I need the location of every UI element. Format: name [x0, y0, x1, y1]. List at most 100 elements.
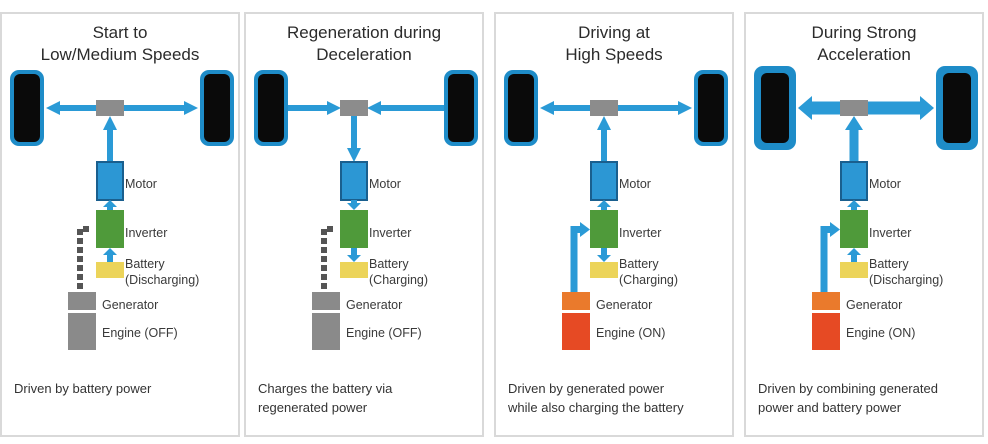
motor-block — [340, 161, 368, 201]
inverter-label: Inverter — [125, 226, 168, 240]
motor-label: Motor — [619, 177, 651, 191]
inverter-to-battery-arrow-shaft — [351, 248, 357, 255]
inverter-to-battery-arrow-head — [597, 255, 611, 262]
battery-label-line-1: Battery — [619, 257, 659, 271]
inverter-to-motor-arrow-shaft — [107, 207, 113, 210]
axle-arrow-right — [367, 101, 444, 115]
engine-block — [562, 313, 590, 350]
axle-arrow-right-head — [678, 101, 692, 115]
inverter-to-motor-arrow-head — [847, 200, 861, 207]
inverter-to-battery-arrow — [597, 248, 611, 262]
battery-block — [340, 262, 368, 278]
inverter-to-motor-arrow — [597, 200, 611, 210]
powertrain-diagram — [754, 66, 978, 350]
inverter-to-battery-arrow-head — [347, 255, 361, 262]
engine-label: Engine (ON) — [846, 326, 916, 340]
axle-arrow-right-shaft — [867, 101, 920, 115]
link-vertical — [820, 226, 828, 292]
battery-label-line-2: (Discharging) — [125, 273, 200, 287]
panel-title-line-2: Deceleration — [316, 45, 412, 64]
panel-title-line-1: Start to — [92, 23, 148, 42]
generator-block — [812, 292, 840, 310]
panel-caption: Driven by generated power while also cha… — [508, 379, 684, 417]
axle-arrow-right-head — [920, 96, 934, 120]
motor-label: Motor — [369, 177, 401, 191]
wheel-tire — [448, 74, 474, 142]
inverter-block — [840, 210, 868, 248]
link-vertical — [570, 226, 578, 292]
axle-arrow-left-head — [798, 96, 812, 120]
generator-block — [68, 292, 96, 310]
inverter-label: Inverter — [369, 226, 412, 240]
dot — [77, 229, 83, 235]
caption-line-2: regenerated power — [258, 400, 368, 415]
dot — [321, 274, 327, 280]
panel-caption: Charges the battery via regenerated powe… — [258, 379, 392, 417]
panel-caption: Driven by battery power — [14, 379, 151, 398]
generator-label: Generator — [346, 298, 403, 312]
battery-to-inverter-arrow-shaft — [851, 255, 857, 262]
wheel-tire — [14, 74, 40, 142]
panel-caption: Driven by combining generated power and … — [758, 379, 938, 417]
axle-arrow-left — [540, 101, 591, 115]
differential-hub — [840, 100, 868, 116]
axle-arrow-left-shaft — [812, 101, 841, 115]
panel-title: During Strong Acceleration — [746, 22, 982, 66]
powertrain-diagram — [10, 70, 234, 350]
panel-title: Driving at High Speeds — [496, 22, 732, 66]
battery-block — [590, 262, 618, 278]
battery-to-inverter-arrow-shaft — [107, 255, 113, 262]
wheel-right — [444, 70, 478, 146]
generator-label: Generator — [102, 298, 159, 312]
motor-block — [840, 161, 868, 201]
axle-arrow-left — [288, 101, 341, 115]
panel-title-line-2: Low/Medium Speeds — [40, 45, 200, 64]
wheel-tire — [943, 73, 971, 143]
dot — [327, 226, 333, 232]
axle-arrow-right-head — [184, 101, 198, 115]
panel-title-line-1: Driving at — [578, 23, 650, 42]
motor-to-hub-arrow-shaft — [849, 130, 859, 162]
dot — [77, 274, 83, 280]
dot — [77, 256, 83, 262]
inverter-to-motor-arrow-head — [103, 200, 117, 207]
axle-arrow-left-head — [327, 101, 341, 115]
axle-arrow-right — [867, 96, 934, 120]
wheel-left — [754, 66, 796, 150]
axle-arrow-right — [123, 101, 198, 115]
dot — [77, 238, 83, 244]
panel-title-line-1: During Strong — [811, 23, 917, 42]
mode-panel-2: Regeneration during Deceleration Motor I… — [244, 12, 484, 437]
dot — [77, 247, 83, 253]
axle-arrow-left-head — [46, 101, 60, 115]
dot — [321, 229, 327, 235]
battery-to-inverter-arrow — [103, 248, 117, 262]
mode-panel-1: Start to Low/Medium Speeds Motor Inverte… — [0, 12, 240, 437]
axle-arrow-left-head — [540, 101, 554, 115]
battery-label-line-1: Battery — [125, 257, 165, 271]
differential-hub — [96, 100, 124, 116]
dot — [321, 283, 327, 289]
caption-line-1: Driven by combining generated — [758, 381, 938, 396]
caption-line-1: Charges the battery via — [258, 381, 393, 396]
inverter-to-battery-arrow — [347, 248, 361, 262]
generator-block — [312, 292, 340, 310]
panel-title-line-2: High Speeds — [565, 45, 663, 64]
motor-to-hub-arrow-head — [845, 116, 863, 130]
wheel-left — [10, 70, 44, 146]
link-horizontal — [570, 226, 580, 233]
generator-to-inverter-arrow — [570, 222, 590, 292]
motor-to-hub-arrow-head — [597, 116, 611, 130]
battery-block — [96, 262, 124, 278]
generator-link-dotted — [321, 226, 333, 289]
motor-to-hub-arrow — [845, 116, 863, 162]
battery-label: Battery (Charging) — [369, 256, 428, 288]
link-horizontal — [820, 226, 830, 233]
motor-to-hub-arrow-shaft — [107, 130, 113, 162]
motor-to-hub-arrow-shaft — [601, 130, 607, 162]
inverter-to-motor-arrow-shaft — [601, 207, 607, 210]
panel-title: Regeneration during Deceleration — [246, 22, 482, 66]
generator-link-dotted — [77, 226, 89, 289]
battery-to-inverter-arrow-head — [847, 248, 861, 255]
engine-label: Engine (OFF) — [102, 326, 178, 340]
